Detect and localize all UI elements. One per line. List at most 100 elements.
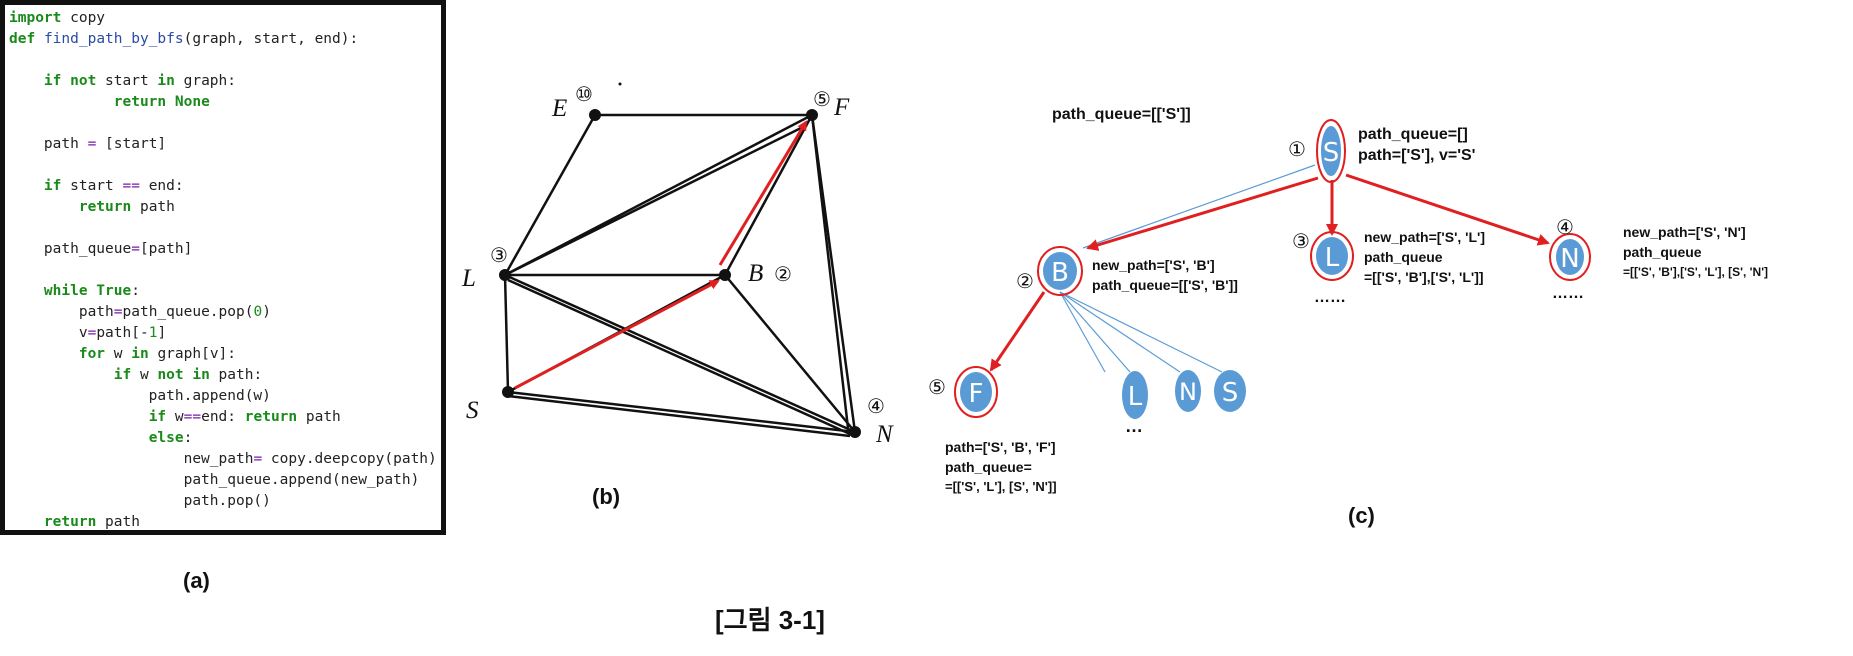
code-token: == xyxy=(122,178,140,194)
code-token: not in xyxy=(157,367,210,383)
vertex-L xyxy=(499,269,511,281)
red-B-F xyxy=(989,291,1046,372)
vertex-label-E: E xyxy=(551,95,567,122)
ann-S-2: path=['S'], v='S' xyxy=(1358,147,1475,164)
vertex-S xyxy=(502,386,514,398)
code-token: path xyxy=(297,409,341,425)
code-token: def xyxy=(9,31,36,47)
code-token: if not xyxy=(43,73,97,89)
code-token: v xyxy=(9,325,88,341)
code-line: path.pop() xyxy=(9,491,437,512)
code-token: graph[v]: xyxy=(148,346,237,362)
ann-S-1: path_queue=[] xyxy=(1358,126,1468,143)
dots-L: …… xyxy=(1314,289,1346,306)
code-token: path_queue.append(new_path) xyxy=(9,472,420,488)
code-line: import copy xyxy=(9,8,437,29)
ann-L-1: new_path=['S', 'L'] xyxy=(1364,229,1485,245)
code-line: while True: xyxy=(9,281,437,302)
edge-S-N xyxy=(507,390,856,434)
code-token: if xyxy=(148,409,167,425)
code-token: == xyxy=(183,409,202,425)
order-B: ② xyxy=(774,262,792,286)
tree-node-N2 xyxy=(1175,370,1201,412)
order-F: ⑤ xyxy=(813,87,831,111)
code-token: w xyxy=(105,346,132,362)
code-token: 1 xyxy=(148,325,158,341)
edge-L-N-2 xyxy=(507,278,851,436)
edge-S-N-2 xyxy=(507,394,851,438)
tree-node-S2 xyxy=(1214,370,1246,412)
code-token: ) xyxy=(262,304,271,320)
code-line: def find_path_by_bfs(graph, start, end): xyxy=(9,29,437,50)
code-token: = xyxy=(113,304,123,320)
red-arrow-S-B xyxy=(514,279,720,390)
code-line: return None xyxy=(9,92,437,113)
code-token: path xyxy=(9,136,88,152)
tree-order-S: ① xyxy=(1288,137,1306,161)
vertex-E xyxy=(589,109,601,121)
code-line: v=path[-1] xyxy=(9,323,437,344)
ann-F-3: =[['S', 'L'], [S', 'N']] xyxy=(945,479,1057,494)
code-token: = xyxy=(131,241,140,257)
code-token: if xyxy=(43,178,62,194)
edge-L-S xyxy=(503,274,510,393)
edge-B-N xyxy=(724,274,856,433)
code-token: path_queue.pop( xyxy=(122,304,254,320)
ann-F-1: path=['S', 'B', 'F'] xyxy=(945,439,1056,455)
vertex-B xyxy=(719,269,731,281)
code-token: w xyxy=(131,367,158,383)
tree-node-F-ring xyxy=(954,366,998,418)
edge-E-L xyxy=(503,114,597,276)
tree-node-N-ring xyxy=(1549,233,1591,281)
vertex-label-L: L xyxy=(461,265,476,292)
code-token: ] xyxy=(157,325,167,341)
tree-node-S-ring xyxy=(1316,119,1346,183)
tree-node-L2 xyxy=(1122,371,1148,419)
tree-node-label-L: L xyxy=(1325,243,1340,273)
tree-node-label-N: N xyxy=(1560,244,1579,274)
code-token: for xyxy=(78,346,106,362)
code-token: [start] xyxy=(96,136,167,152)
code-token: = xyxy=(253,451,263,467)
tree-node-B-ring xyxy=(1037,246,1083,296)
code-token: in xyxy=(131,346,149,362)
code-token: while True xyxy=(43,283,132,299)
code-token: import xyxy=(9,10,62,26)
code-line: if start == end: xyxy=(9,176,437,197)
ann-N-2: path_queue xyxy=(1623,244,1702,260)
vertex-N xyxy=(849,426,861,438)
edge-L-N xyxy=(504,273,856,434)
code-token: if xyxy=(113,367,132,383)
vertex-label-B: B xyxy=(748,260,763,287)
code-token: 0 xyxy=(253,304,263,320)
tree-node-F xyxy=(960,372,992,412)
tree-node-S xyxy=(1321,126,1341,176)
thin-B-N xyxy=(1059,291,1181,373)
code-line: path_queue=[path] xyxy=(9,239,437,260)
code-line: else: xyxy=(9,428,437,449)
code-token: path.append(w) xyxy=(9,388,271,404)
code-token: (graph, start, end): xyxy=(183,31,359,47)
tree-node-label-L2: L xyxy=(1128,382,1143,412)
code-token: graph: xyxy=(174,73,236,89)
code-token: find_path_by_bfs xyxy=(43,31,184,47)
ann-B-2: path_queue=[['S', 'B']] xyxy=(1092,277,1238,293)
code-token: new_path xyxy=(9,451,254,467)
code-token: [path] xyxy=(139,241,193,257)
code-token: in xyxy=(157,73,175,89)
code-token: path xyxy=(131,199,175,215)
code-token: end: xyxy=(139,178,184,194)
code-line: for w in graph[v]: xyxy=(9,344,437,365)
code-token: else xyxy=(148,430,184,446)
code-token: return xyxy=(78,199,132,215)
code-line: if not start in graph: xyxy=(9,71,437,92)
caption-b: (b) xyxy=(592,484,621,509)
vertex-label-S: S xyxy=(466,397,479,424)
code-token: w xyxy=(166,409,184,425)
edge-F-N-2 xyxy=(810,114,850,429)
vertex-label-F: F xyxy=(833,94,850,121)
